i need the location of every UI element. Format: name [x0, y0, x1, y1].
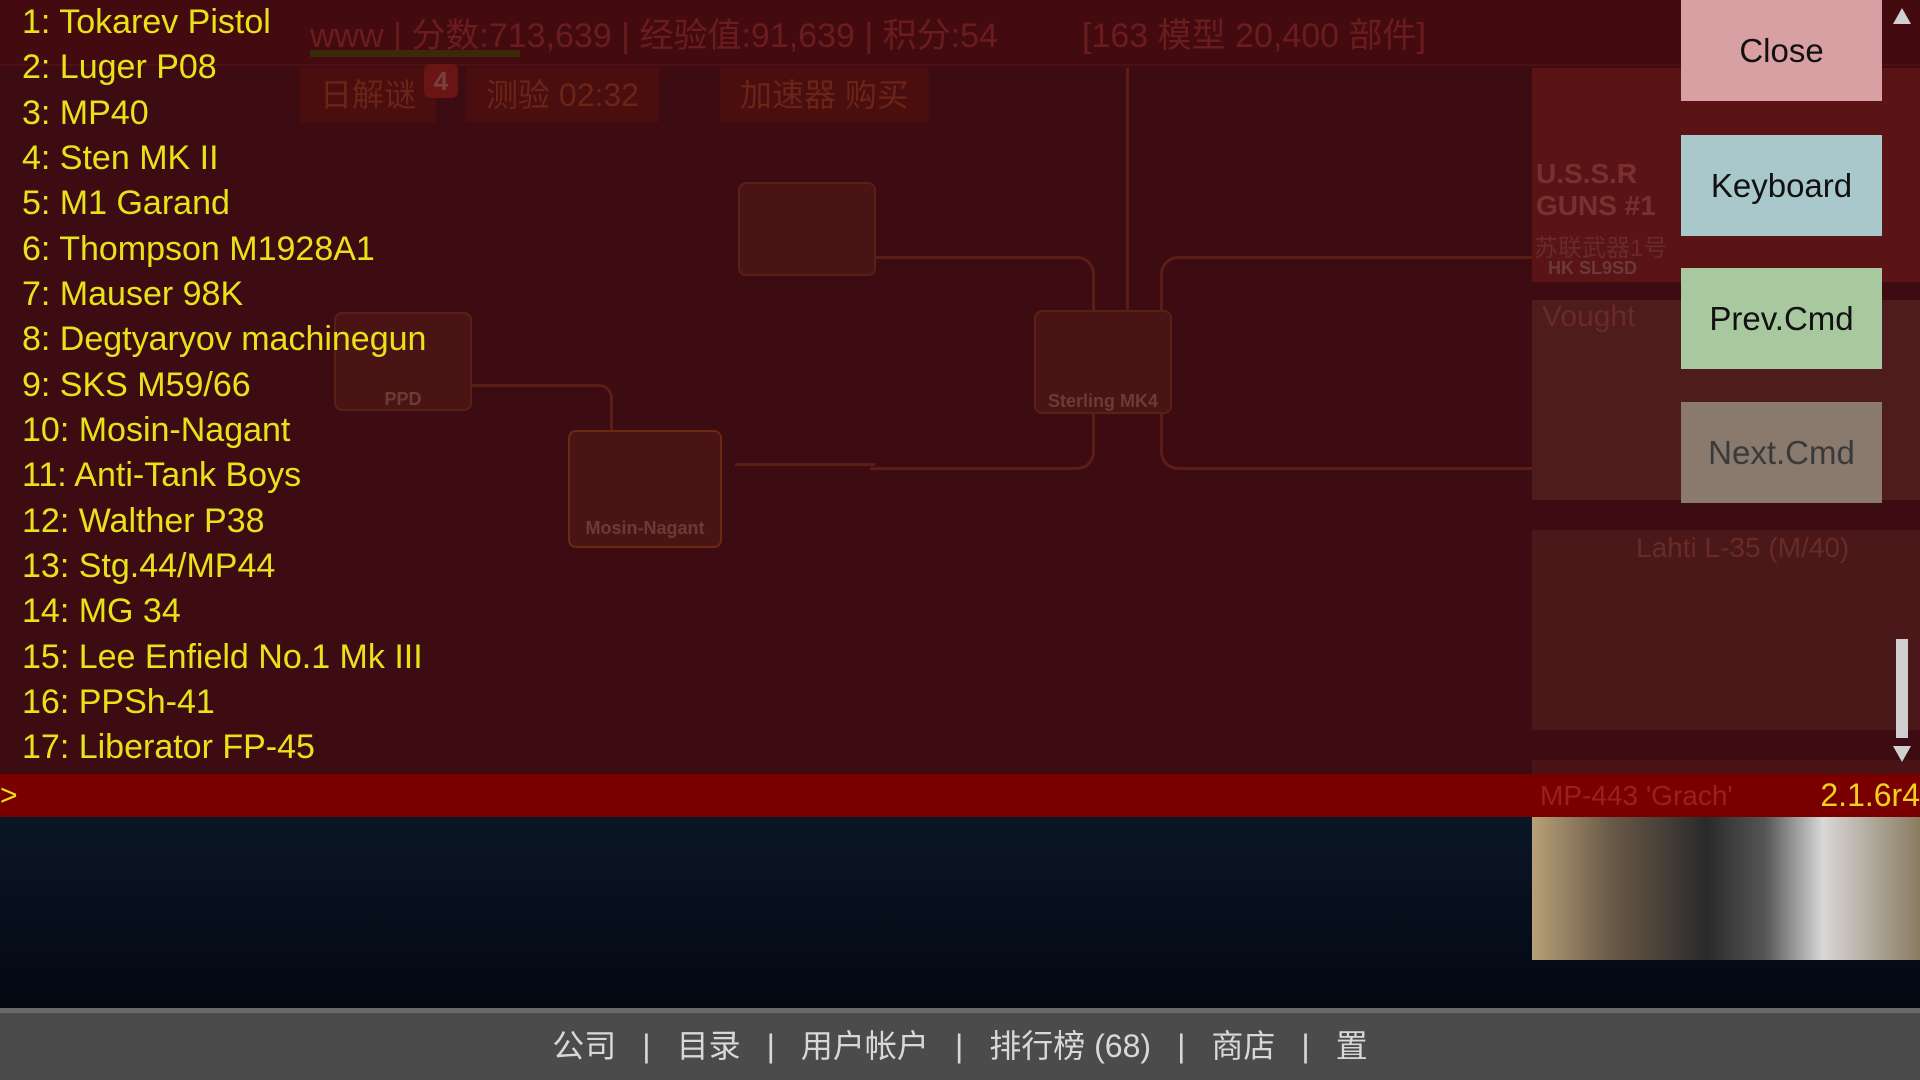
header-stats: www | 分数:713,639 | 经验值:91,639 | 积分:54 [310, 17, 998, 55]
scroll-down-arrow-icon[interactable] [1893, 746, 1911, 762]
console-line: 9: SKS M59/66 [22, 366, 251, 404]
tree-node-locked[interactable] [738, 182, 876, 276]
console-line: 6: Thompson M1928A1 [22, 230, 375, 268]
tree-line [1160, 256, 1535, 470]
tree-line [1126, 68, 1129, 398]
console-line: 1: Tokarev Pistol [22, 3, 271, 41]
tree-node-ppd[interactable]: PPD [334, 312, 472, 411]
promo-mp443[interactable] [1532, 760, 1920, 774]
mp443-promo-image[interactable] [1532, 817, 1920, 960]
tree-node-mosin-nagant[interactable]: Mosin-Nagant [568, 430, 722, 548]
keyboard-button[interactable]: Keyboard [1681, 135, 1882, 236]
console-line: 11: Anti-Tank Boys [22, 456, 302, 494]
tab-boost-buy[interactable]: 加速器 购买 [720, 68, 929, 122]
console-line: 10: Mosin-Nagant [22, 411, 291, 449]
console-line: 16: PPSh-41 [22, 683, 215, 721]
prev-cmd-button[interactable]: Prev.Cmd [1681, 268, 1882, 369]
footer-link-store[interactable]: 商店 [1211, 1028, 1276, 1064]
footer-link-leaderboard[interactable]: 排行榜 (68) [989, 1028, 1152, 1064]
scroll-up-arrow-icon[interactable] [1893, 8, 1911, 24]
footer-link-account[interactable]: 用户帐户 [800, 1028, 929, 1064]
model-count: [163 模型 20,400 部件] [1082, 17, 1426, 55]
footer-nav: 公司|目录|用户帐户|排行榜 (68)|商店|置 [0, 1008, 1920, 1080]
tab-quiz[interactable]: 测验 02:32 [466, 68, 659, 122]
console-line: 12: Walther P38 [22, 502, 265, 540]
console-line: 13: Stg.44/MP44 [22, 547, 276, 585]
version-label: 2.1.6r4 [1820, 777, 1920, 813]
tree-node-sterling-mk4[interactable]: Sterling MK4 [1034, 310, 1172, 414]
next-cmd-button[interactable]: Next.Cmd [1681, 402, 1882, 503]
tree-line [735, 463, 875, 466]
console-line: 15: Lee Enfield No.1 Mk III [22, 638, 423, 676]
footer-link-settings[interactable]: 置 [1335, 1028, 1368, 1064]
command-input-bar[interactable]: > MP-443 'Grach' 2.1.6r4 [0, 774, 1920, 817]
console-scrollbar-thumb[interactable] [1896, 639, 1908, 738]
command-prompt: > [0, 779, 18, 812]
tab-badge: 4 [424, 64, 458, 98]
footer-link-catalog[interactable]: 目录 [676, 1028, 741, 1064]
console-line: 7: Mauser 98K [22, 275, 244, 313]
promo-lahti[interactable]: Lahti L-35 (M/40) [1532, 530, 1920, 730]
stats-header: www | 分数:713,639 | 经验值:91,639 | 积分:54 [1… [0, 0, 1920, 66]
footer-link-company[interactable]: 公司 [552, 1028, 617, 1064]
console-line: 17: Liberator FP-45 [22, 728, 315, 766]
xp-progress-bar [310, 50, 520, 57]
console-line: 2: Luger P08 [22, 48, 217, 86]
tree-line [465, 384, 613, 447]
console-line: 14: MG 34 [22, 592, 181, 630]
tab-daily-puzzle[interactable]: 日解谜 [300, 68, 437, 122]
console-line: 3: MP40 [22, 94, 149, 132]
console-line: 4: Sten MK II [22, 139, 219, 177]
console-line: 5: M1 Garand [22, 184, 230, 222]
console-line: 8: Degtyaryov machinegun [22, 320, 427, 358]
close-button[interactable]: Close [1681, 0, 1882, 101]
